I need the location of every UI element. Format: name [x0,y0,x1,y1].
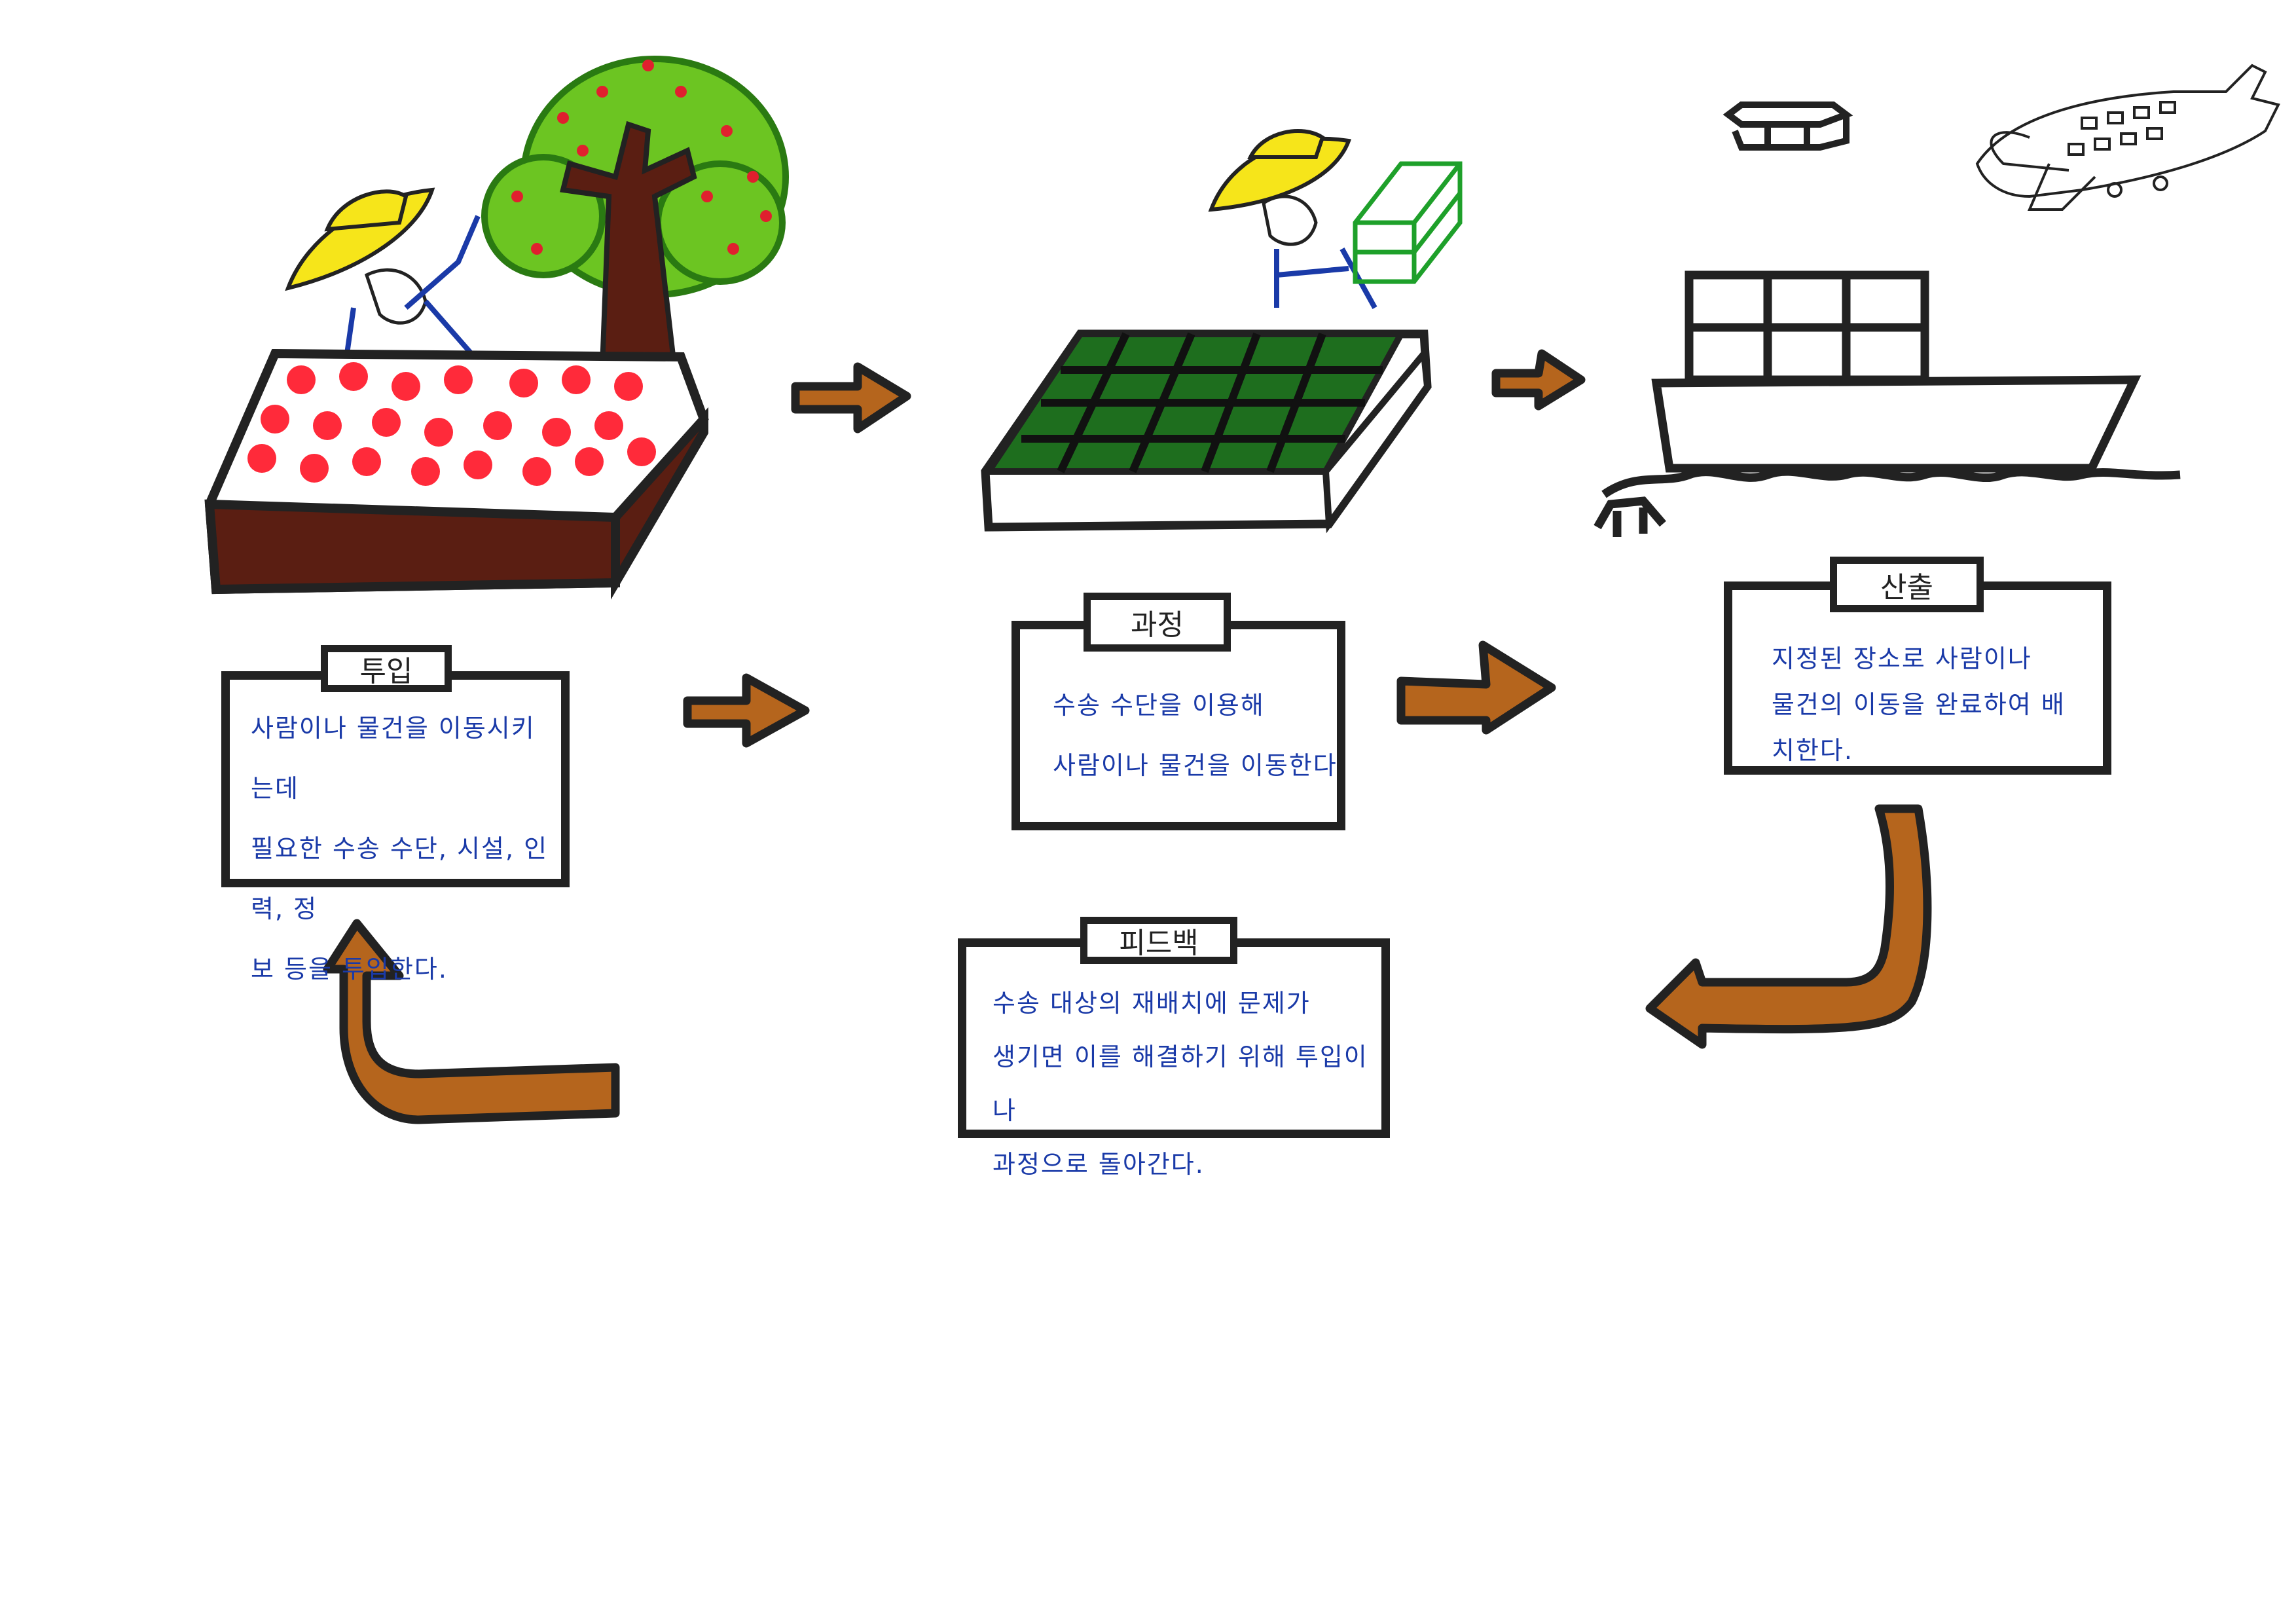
feedback-title-text: 피드백 [1119,927,1199,960]
return-arrow-icon [323,919,620,1124]
airplane-icon [1975,64,2280,211]
output-description: 지정된 장소로 사람이나 물건의 이동을 완료하여 배 치한다. [1772,644,2066,765]
arrow-right-icon [683,673,810,748]
ship-icon [1594,270,2181,537]
input-title: 투입 [321,645,452,692]
feedback-box: 수송 대상의 재배치에 문제가 생기면 이를 해결하기 위해 투입이나 과정으로… [958,938,1390,1179]
input-title-text: 투입 [359,655,413,688]
output-title-text: 산출 [1880,570,1933,604]
apple-tree-icon [481,56,789,369]
process-description: 수송 수단을 이용해 사람이나 물건을 이동한다 [1053,691,1338,780]
crate-icon [1722,101,1853,151]
process-box: 수송 수단을 이용해 사람이나 물건을 이동한다 [1011,621,1345,830]
input-description: 사람이나 물건을 이동시키는데 필요한 수송 수단, 시설, 인력, 정 보 등… [251,714,549,984]
process-title: 과정 [1084,593,1231,652]
crate-icon [1353,161,1463,284]
arrow-right-icon [1396,640,1556,735]
green-field-icon [981,329,1432,534]
farmer-icon [1208,129,1377,309]
output-title: 산출 [1830,557,1984,612]
arrow-right-icon [1491,349,1586,411]
orchard-icon [204,348,709,600]
arrow-right-icon [791,362,911,434]
farmer-icon [285,187,481,356]
return-arrow-icon [1645,804,1932,1049]
feedback-description: 수송 대상의 재배치에 문제가 생기면 이를 해결하기 위해 투입이나 과정으로… [993,989,1368,1179]
input-box: 사람이나 물건을 이동시키는데 필요한 수송 수단, 시설, 인력, 정 보 등… [221,671,570,984]
output-box: 지정된 장소로 사람이나 물건의 이동을 완료하여 배 치한다. [1724,581,2111,775]
process-title-text: 과정 [1131,608,1184,642]
feedback-title: 피드백 [1080,917,1237,964]
